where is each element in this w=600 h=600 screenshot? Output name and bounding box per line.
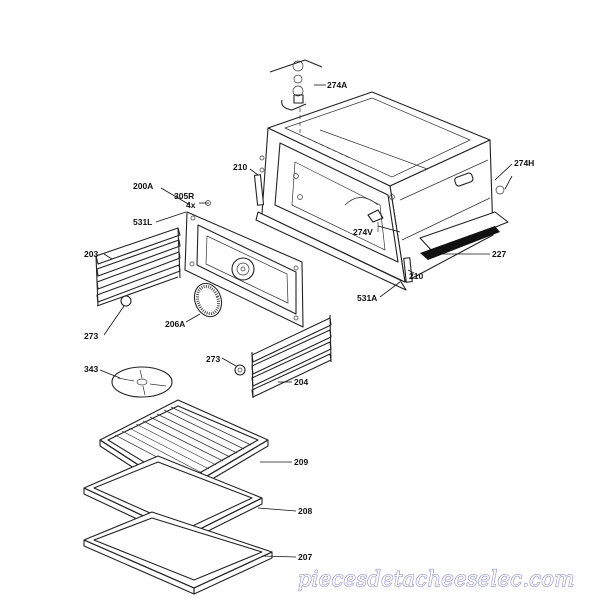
callout-203: 203 (84, 249, 98, 259)
rail-210-left (253, 174, 265, 206)
callout-204: 204 (294, 377, 308, 387)
callout-305R: 305R (174, 191, 194, 201)
back-panel-200A (184, 200, 304, 328)
callout-207: 207 (298, 552, 312, 562)
callout-209: 209 (294, 457, 308, 467)
callout-273-lower: 273 (206, 354, 220, 364)
callout-4x: 4x (186, 200, 196, 210)
callout-210-bottom: 210 (409, 271, 423, 281)
baking-tray-207 (83, 511, 273, 595)
callout-200A: 200A (133, 181, 153, 191)
callout-labels: 274A 274H 210 200A 305R 4x 531L 274V 227… (84, 80, 534, 562)
plug-273-lower (234, 364, 246, 376)
callout-274H: 274H (514, 158, 534, 168)
fan-guard-206A (193, 282, 223, 318)
plate-343 (111, 366, 173, 398)
leader-lines (99, 84, 513, 558)
element-274V (367, 209, 384, 232)
callout-343: 343 (84, 364, 98, 374)
site-watermark: piecesdetacheeselec.com (298, 567, 575, 591)
plug-273-upper (120, 295, 132, 307)
callout-273-upper: 273 (84, 331, 98, 341)
thermostat-bracket-274A (269, 59, 351, 159)
bottom-element-227 (419, 211, 509, 260)
callout-227: 227 (492, 249, 506, 259)
callout-274A: 274A (327, 80, 347, 90)
callout-206A: 206A (165, 319, 185, 329)
shelf-support-203 (95, 227, 181, 307)
callout-210-top: 210 (233, 162, 247, 172)
oven-cavity (255, 91, 494, 291)
sensor-274H (454, 172, 513, 195)
callout-531A: 531A (357, 293, 377, 303)
callout-274V: 274V (353, 227, 373, 237)
shelf-support-204 (251, 314, 332, 399)
callout-531L: 531L (133, 217, 152, 227)
callout-208: 208 (298, 506, 312, 516)
